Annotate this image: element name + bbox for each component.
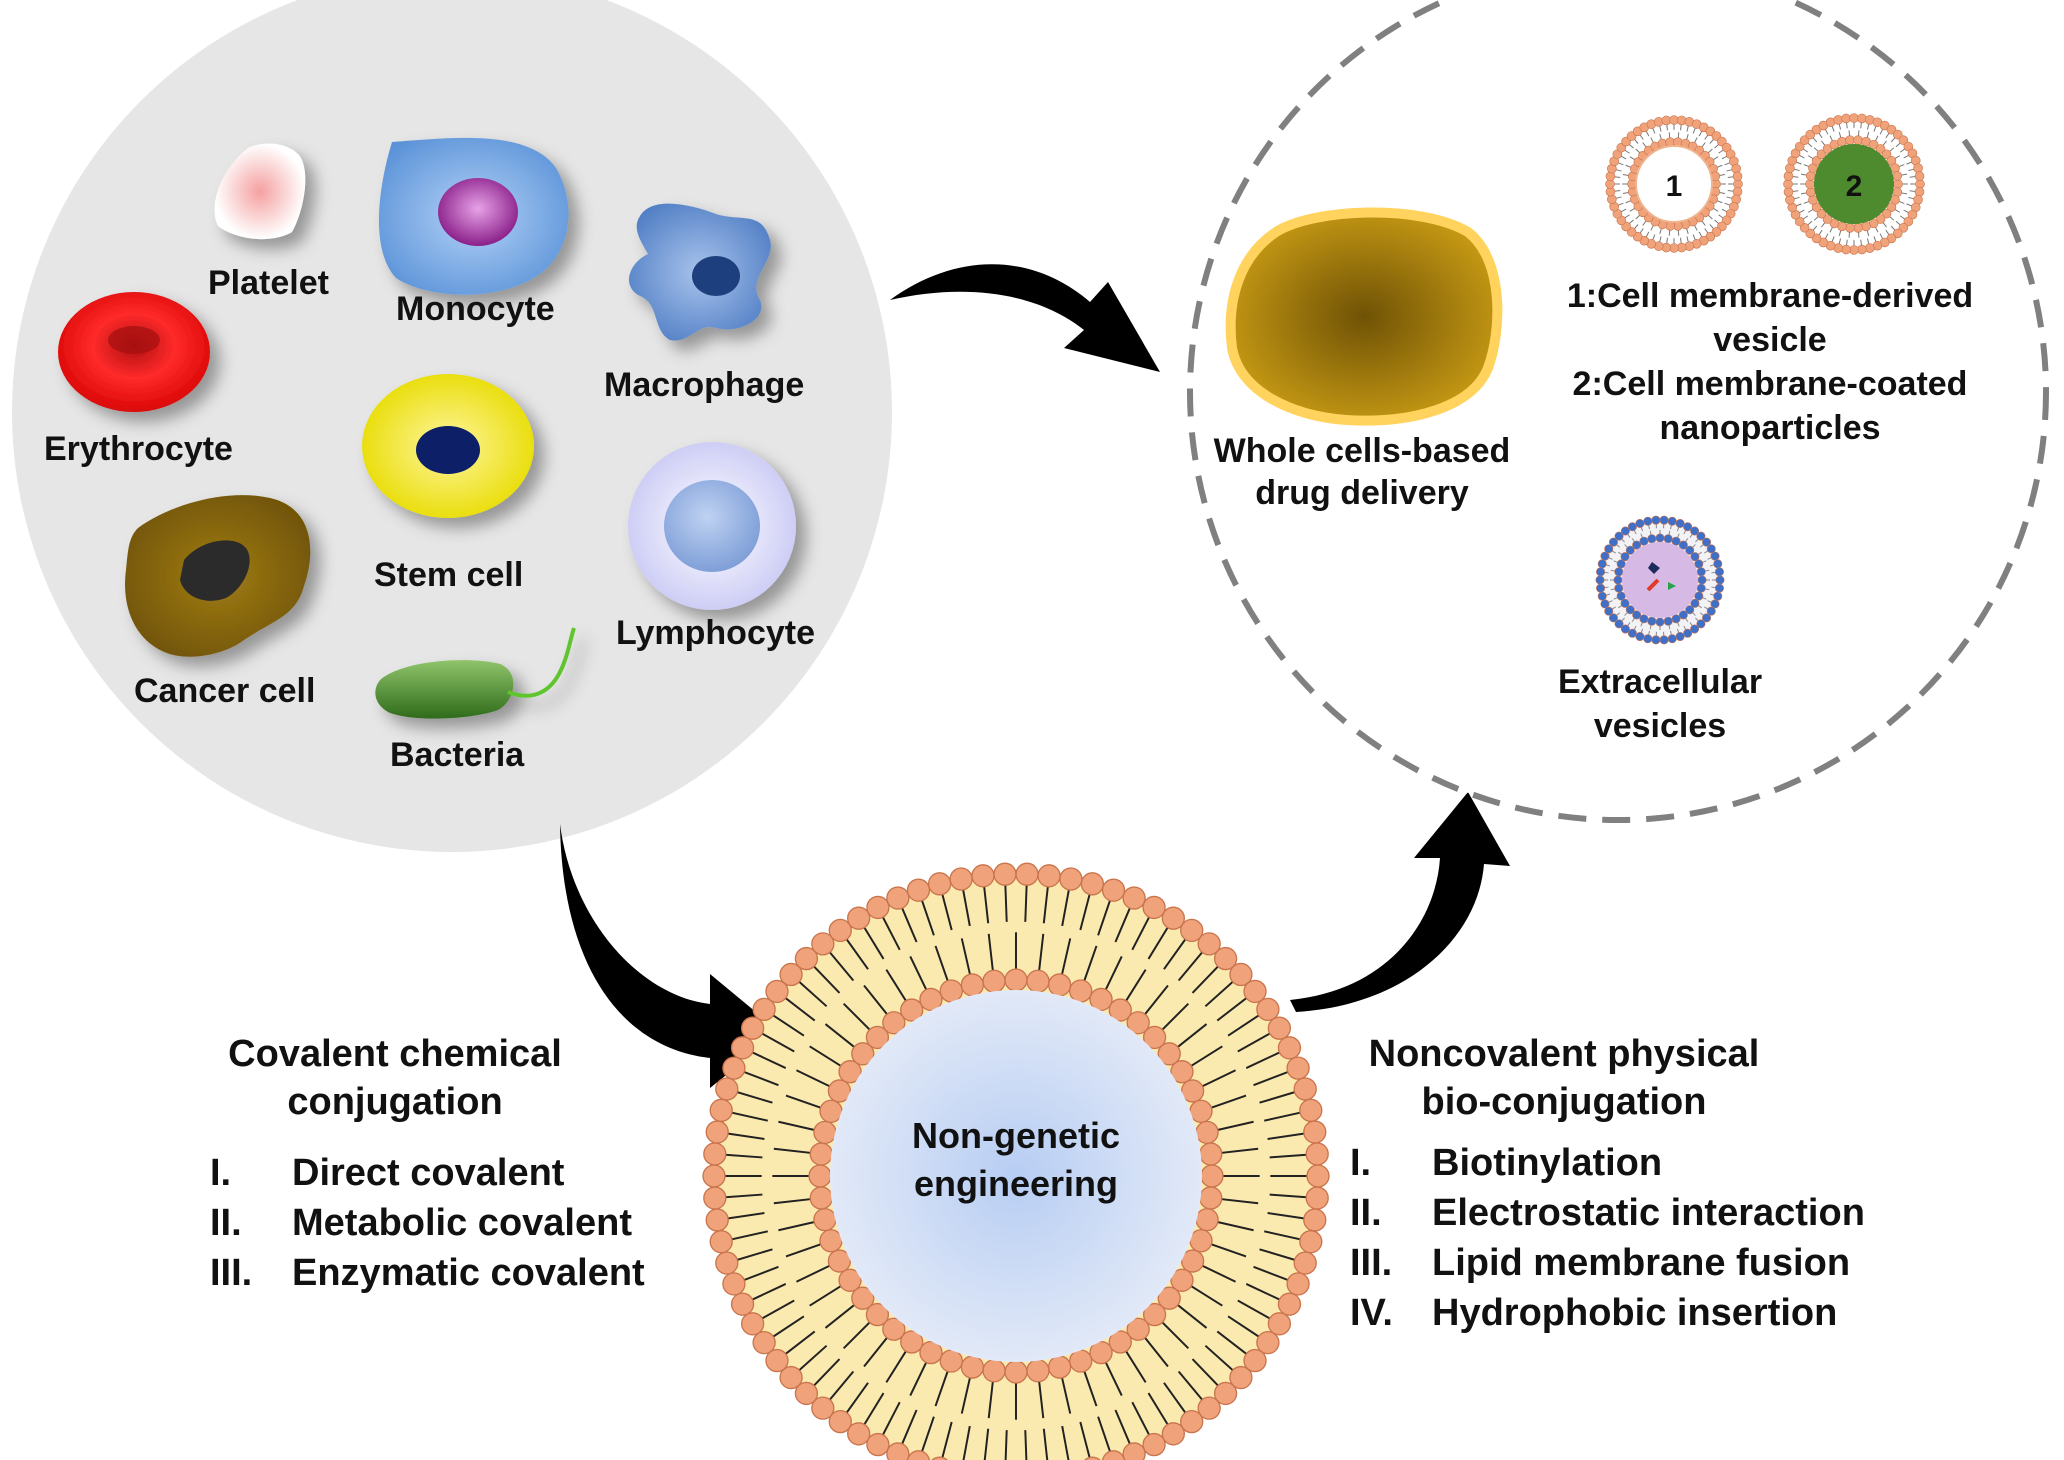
noncovalent-item: II. Electrostatic interaction: [1350, 1188, 1865, 1238]
covalent-item-num: I.: [210, 1151, 232, 1194]
label-membrane-legend: 1:Cell membrane-derived vesicle 2:Cell m…: [1540, 274, 2000, 450]
covalent-item-text: Direct covalent: [292, 1151, 565, 1194]
label-cancer-cell: Cancer cell: [134, 672, 316, 710]
vesicle-number-2: 2: [1846, 170, 1863, 203]
covalent-title-line-1: Covalent chemical: [228, 1033, 562, 1075]
lymphocyte-nucleus-icon: [664, 480, 760, 572]
label-non-genetic-line-2: engineering: [913, 1163, 1119, 1204]
extracellular-vesicle-core: [1622, 542, 1698, 618]
ev-cargo-icon-3: [1668, 582, 1676, 590]
noncovalent-item: I. Biotinylation: [1350, 1138, 1865, 1188]
coated-nanoparticle-core: [1814, 144, 1894, 224]
macrophage-nucleus-icon: [692, 256, 740, 296]
label-bacteria: Bacteria: [390, 736, 525, 774]
covalent-item-text: Metabolic covalent: [292, 1201, 632, 1244]
label-membrane-legend-line-1: 1:Cell membrane-derived: [1566, 277, 1974, 315]
label-extracellular-line-1: Extracellular: [1557, 663, 1763, 701]
arrow-to-delivery: [890, 264, 1160, 372]
covalent-list: I.Direct covalent II.Metabolic covalent …: [210, 1148, 645, 1298]
label-stem-cell: Stem cell: [374, 556, 524, 594]
noncovalent-item-num: III.: [1350, 1241, 1393, 1284]
vesicle-number-1: 1: [1666, 170, 1683, 203]
label-lymphocyte: Lymphocyte: [616, 614, 816, 652]
ev-cargo-icon-2: [1646, 578, 1660, 592]
noncovalent-item-num: IV.: [1350, 1291, 1393, 1334]
stem-cell-nucleus-icon: [416, 426, 480, 474]
erythrocyte-center-icon: [108, 326, 160, 354]
covalent-title: Covalent chemical conjugation: [190, 1030, 600, 1126]
label-membrane-legend-line-4: nanoparticles: [1659, 409, 1881, 447]
whole-cell-icon: [1225, 207, 1503, 426]
arrow-from-engineering: [1290, 792, 1510, 1012]
label-platelet: Platelet: [208, 264, 329, 302]
noncovalent-list: I. Biotinylation II. Electrostatic interac…: [1350, 1138, 1865, 1338]
platelet-icon: [214, 143, 306, 240]
label-erythrocyte: Erythrocyte: [44, 430, 233, 468]
monocyte-nucleus-icon: [438, 178, 518, 246]
noncovalent-item-text: Electrostatic interaction: [1432, 1191, 1865, 1234]
covalent-item: III. Enzymatic covalent: [210, 1248, 645, 1298]
noncovalent-item-text: Hydrophobic insertion: [1432, 1291, 1838, 1334]
noncovalent-item: IV. Hydrophobic insertion: [1350, 1288, 1865, 1338]
label-non-genetic-engineering: Non-genetic engineering: [856, 1112, 1176, 1208]
label-monocyte: Monocyte: [396, 290, 555, 328]
covalent-item-text: Enzymatic covalent: [292, 1251, 645, 1294]
cancer-cell-nucleus-icon: [180, 540, 250, 601]
label-whole-cells-line-2: drug delivery: [1255, 474, 1469, 512]
label-non-genetic-line-1: Non-genetic: [911, 1115, 1120, 1156]
label-membrane-legend-line-3: 2:Cell membrane-coated: [1572, 365, 1968, 403]
noncovalent-title-line-1: Noncovalent physical: [1368, 1033, 1760, 1075]
label-membrane-legend-line-2: vesicle: [1713, 321, 1827, 359]
covalent-title-line-2: conjugation: [287, 1081, 503, 1123]
noncovalent-title-line-2: bio-conjugation: [1421, 1081, 1707, 1123]
noncovalent-item-num: II.: [1350, 1191, 1382, 1234]
noncovalent-item: III. Lipid membrane fusion: [1350, 1238, 1865, 1288]
label-extracellular: Extracellular vesicles: [1530, 660, 1790, 748]
noncovalent-item-text: Biotinylation: [1432, 1141, 1663, 1184]
noncovalent-title: Noncovalent physical bio-conjugation: [1344, 1030, 1784, 1126]
covalent-item: II. Metabolic covalent: [210, 1198, 645, 1248]
label-whole-cells: Whole cells-based drug delivery: [1192, 430, 1532, 514]
label-macrophage: Macrophage: [604, 366, 805, 404]
label-extracellular-line-2: vesicles: [1593, 707, 1727, 745]
noncovalent-item-num: I.: [1350, 1141, 1372, 1184]
noncovalent-item-text: Lipid membrane fusion: [1432, 1241, 1851, 1284]
membrane-vesicle-core: [1635, 145, 1713, 223]
covalent-item-num: II.: [210, 1201, 242, 1244]
covalent-item-num: III.: [210, 1251, 253, 1294]
label-whole-cells-line-1: Whole cells-based: [1213, 432, 1511, 470]
liposome-core: [830, 990, 1202, 1362]
ev-cargo-icon: [1648, 562, 1660, 574]
bacteria-icon: [375, 627, 576, 719]
covalent-item: I. Direct covalent: [210, 1148, 645, 1198]
arrow-to-engineering: [560, 824, 780, 1088]
